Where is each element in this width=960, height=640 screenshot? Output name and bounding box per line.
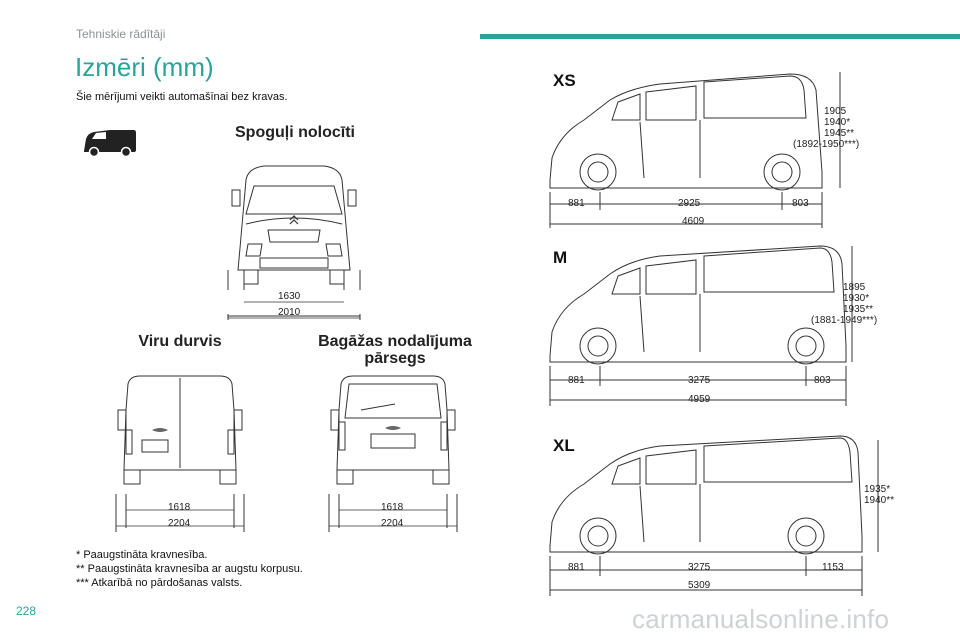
- m-height-3: 1935**: [843, 304, 874, 315]
- xl-height-1: 1935*: [864, 484, 891, 495]
- xs-height-4: (1892-1950***): [793, 139, 860, 150]
- xs-height-1: 1905: [824, 106, 847, 117]
- page-title: Izmēri (mm): [75, 52, 214, 82]
- xl-height-2: 1940**: [864, 495, 895, 506]
- xl-front-overhang: 881: [568, 562, 585, 573]
- front-track-dim: 1630: [278, 291, 301, 302]
- footnote-2: ** Paaugstināta kravnesība ar augstu kor…: [76, 563, 303, 575]
- van-xs-outline: [549, 73, 823, 189]
- rear-side-door-diagram: [115, 375, 245, 532]
- front-width-dim: 2010: [278, 307, 301, 318]
- intro-text: Šie mērījumi veikti automašīnai bez krav…: [76, 91, 288, 103]
- rear-side-door-dim-lines: [116, 509, 244, 527]
- xl-length: 5309: [688, 580, 711, 591]
- m-height-2: 1930*: [843, 293, 870, 304]
- side-door-heading: Viru durvis: [138, 333, 222, 350]
- rear-tailgate-dim-lines: [329, 509, 457, 527]
- xl-rear-overhang: 1153: [822, 562, 844, 573]
- xl-wheelbase: 3275: [688, 562, 711, 573]
- header-accent-bar: [480, 34, 960, 39]
- van-icon: [84, 130, 136, 157]
- tailgate-heading-line2: pārsegs: [364, 350, 426, 367]
- m-wheelbase: 3275: [688, 375, 711, 386]
- xs-front-overhang: 881: [568, 198, 585, 209]
- tailgate-width-dim: 2204: [381, 518, 404, 529]
- tailgate-heading-line1: Bagāžas nodalījuma: [318, 333, 472, 350]
- model-label-m: M: [553, 248, 568, 267]
- footnote-1: * Paaugstināta kravnesība.: [76, 549, 208, 561]
- xs-rear-overhang: 803: [792, 198, 809, 209]
- xs-wheelbase: 2925: [678, 198, 701, 209]
- side-profile-diagrams: [549, 72, 879, 596]
- front-view-diagram: [224, 165, 364, 320]
- m-height-4: (1881-1949***): [811, 315, 878, 326]
- page-number: 228: [16, 604, 37, 618]
- m-length: 4959: [688, 394, 711, 405]
- front-view-heading: Spoguļi nolocīti: [235, 124, 355, 141]
- model-label-xl: XL: [553, 436, 575, 455]
- tailgate-track-dim: 1618: [381, 502, 404, 513]
- footnote-3: *** Atkarībā no pārdošanas valsts.: [76, 577, 243, 589]
- watermark: carmanualsonline.info: [632, 604, 890, 634]
- side-door-width-dim: 2204: [168, 518, 191, 529]
- xs-height-3: 1945**: [824, 128, 855, 139]
- rear-tailgate-diagram: [328, 375, 458, 532]
- model-label-xs: XS: [553, 71, 576, 90]
- m-rear-overhang: 803: [814, 375, 831, 386]
- section-label: Tehniskie rādītāji: [76, 27, 166, 41]
- xs-height-2: 1940*: [824, 117, 851, 128]
- front-dim-lines: [228, 301, 360, 319]
- van-m-outline: [549, 245, 853, 406]
- m-front-overhang: 881: [568, 375, 585, 386]
- side-door-track-dim: 1618: [168, 502, 191, 513]
- van-xl-outline: [549, 435, 879, 596]
- m-height-1: 1895: [843, 282, 866, 293]
- xs-length: 4609: [682, 216, 705, 227]
